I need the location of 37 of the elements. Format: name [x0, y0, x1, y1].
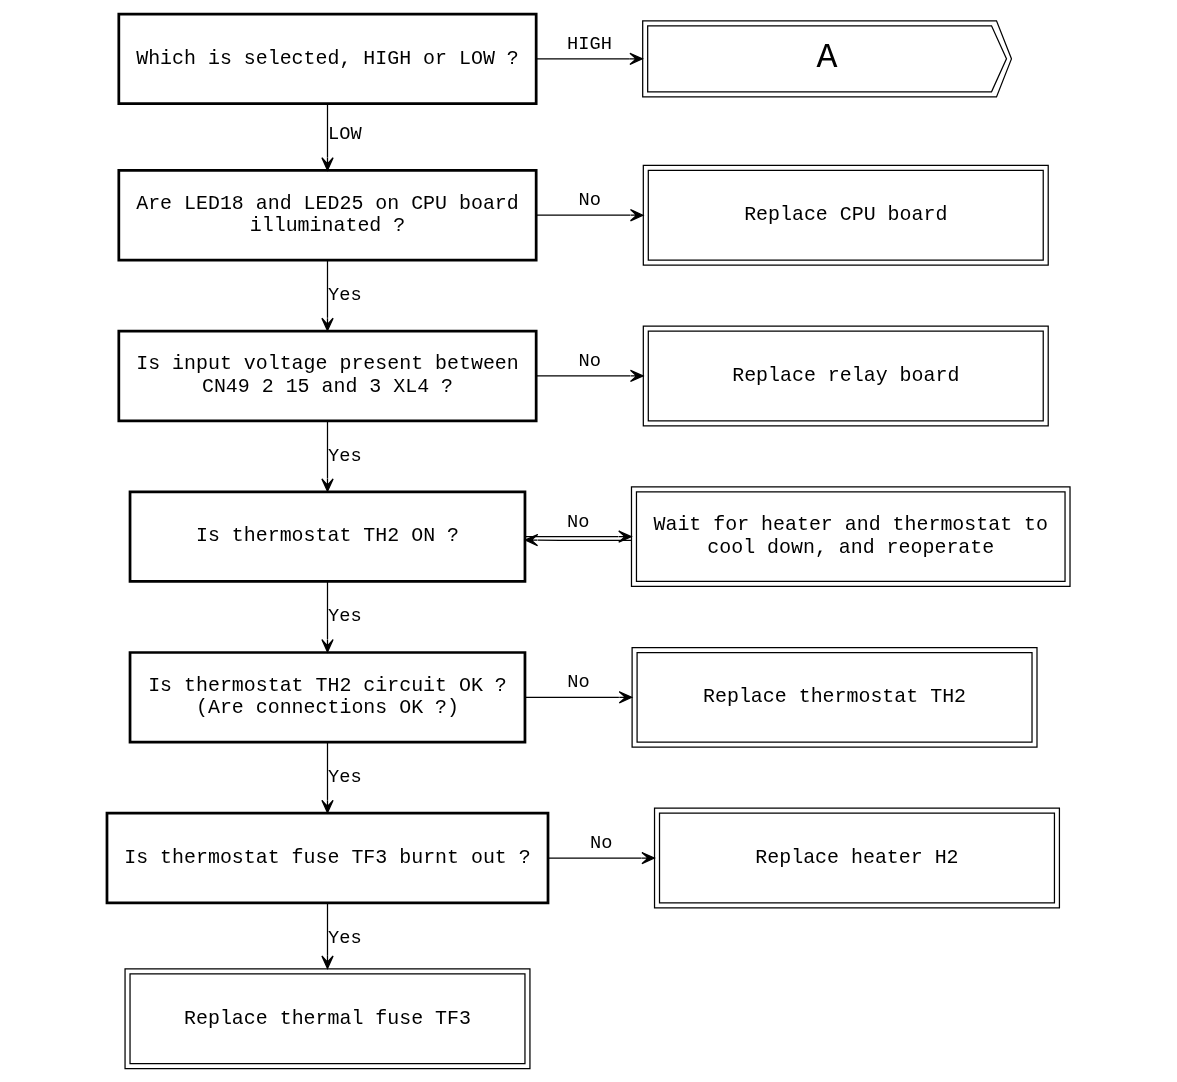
arrow	[321, 420, 334, 492]
arrow	[547, 851, 655, 865]
arrow	[524, 691, 633, 704]
node-box: Replace relay board	[642, 325, 1049, 427]
node-box: Replace CPU board	[642, 164, 1049, 266]
edge-label: No	[590, 832, 613, 855]
edge-label: No	[567, 671, 590, 694]
edge-label: HIGH	[567, 32, 612, 55]
edge-label: Yes	[328, 766, 362, 789]
node-box: Is thermostat TH2 circuit OK ? (Are connections OK ?)	[128, 651, 527, 744]
node-box: Replace heater H2	[653, 807, 1061, 909]
arrow	[321, 580, 334, 653]
node-box: Are LED18 and LED25 on CPU board illuminated ?	[117, 169, 538, 262]
edge-label: Yes	[328, 444, 362, 467]
node-box: Is thermostat fuse TF3 burnt out ?	[105, 811, 550, 905]
node-box: Replace thermal fuse TF3	[124, 968, 531, 1070]
arrow	[321, 741, 334, 814]
arrow	[535, 369, 644, 383]
node-box: Which is selected, HIGH or LOW ?	[117, 12, 538, 106]
arrow	[321, 902, 334, 970]
edge-label: Yes	[328, 605, 362, 628]
arrow	[321, 103, 334, 171]
arrow	[524, 530, 632, 543]
arrow	[535, 52, 643, 66]
arrow	[321, 259, 334, 332]
edge-label: LOW	[328, 123, 362, 146]
node-box: Is input voltage present between CN49 2 15 and 3 XL4 ?	[117, 329, 538, 423]
node-box: Replace thermostat TH2	[631, 646, 1038, 748]
node-box: Is thermostat TH2 ON ?	[128, 490, 527, 583]
edge-label: Yes	[328, 283, 362, 306]
arrow	[524, 533, 632, 547]
node-box: Wait for heater and thermostat to cool down, and reoperate	[630, 486, 1071, 588]
arrow	[535, 209, 644, 222]
edge-label: No	[578, 189, 601, 212]
edge-label: No	[567, 510, 590, 533]
edge-label: No	[578, 349, 601, 372]
edge-label: Yes	[328, 926, 362, 949]
